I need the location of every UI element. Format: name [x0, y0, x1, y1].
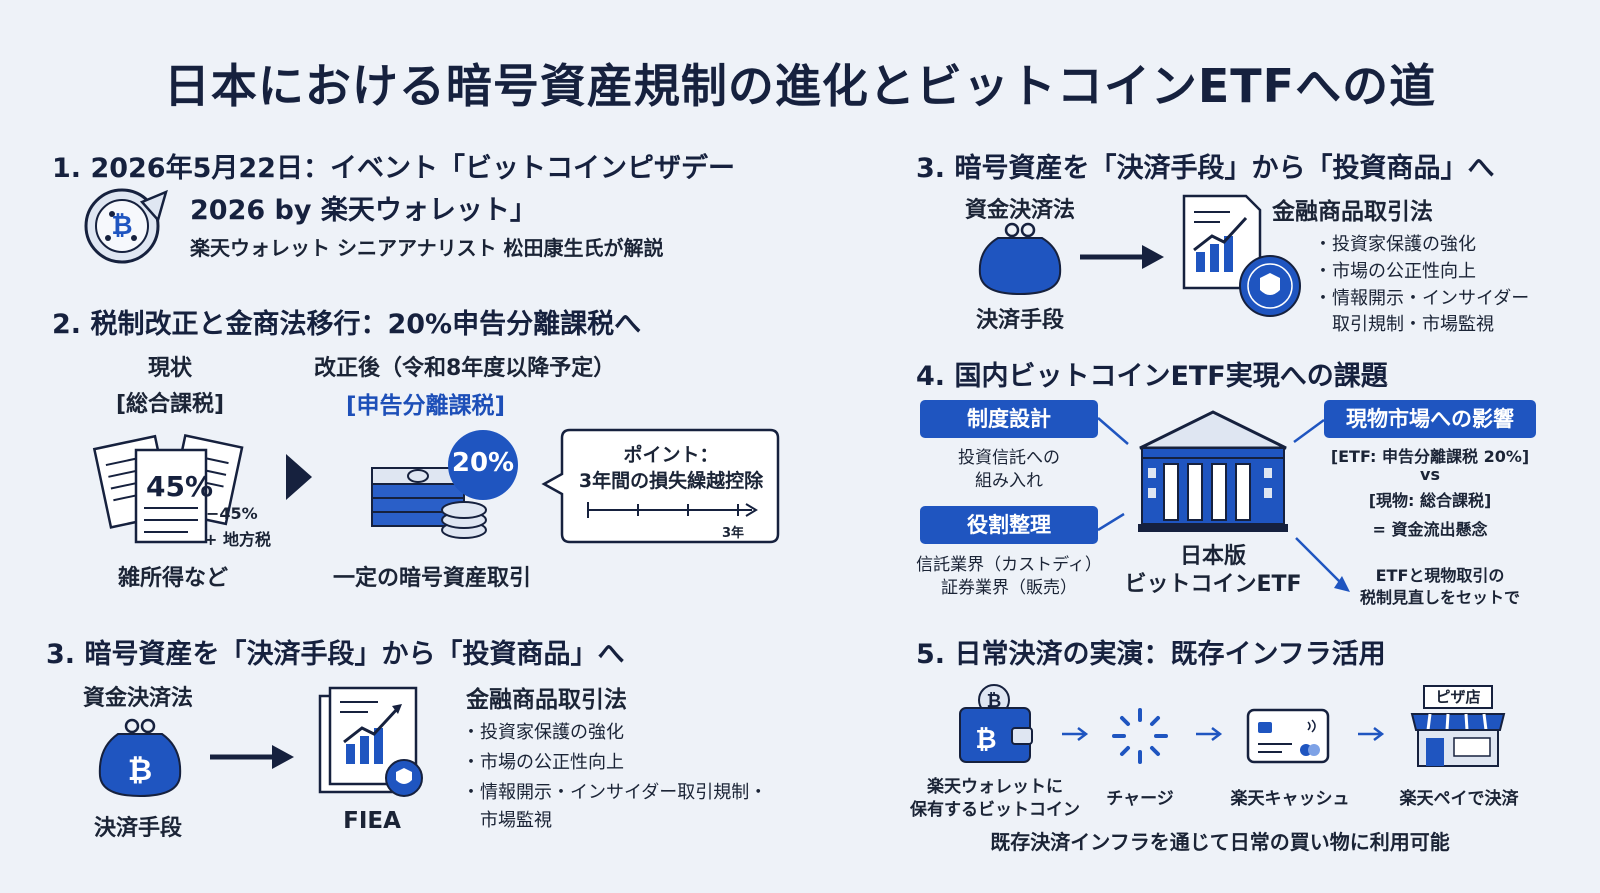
law-to-left: 金融商品取引法 [466, 687, 627, 713]
tax-note-local: + 地方税 [204, 530, 271, 549]
after-tax-label: [申告分離課税] [346, 393, 506, 419]
coin-percentage: 20% [451, 448, 515, 478]
section1-subtitle: 楽天ウォレット シニアアナリスト 松田康生氏が解説 [190, 236, 664, 260]
note-line1: ETFと現物取引の [1375, 566, 1505, 585]
crypto-trade-label: 一定の暗号資産取引 [332, 566, 531, 591]
arrow-right-icon [210, 745, 294, 769]
section3-right-heading: 3. 暗号資産を「決済手段」から「投資商品」へ [916, 153, 1495, 184]
from-label-right: 決済手段 [975, 308, 1064, 333]
law-from-right: 資金決済法 [964, 198, 1075, 223]
section4-heading: 4. 国内ビットコインETF実現への課題 [916, 361, 1388, 392]
tax-note-rate: −45% [206, 504, 258, 523]
from-label-left: 決済手段 [93, 816, 182, 841]
pill3-text-line3: [現物: 総合課税] [1368, 491, 1492, 510]
etf-label-line2: ビットコインETF [1124, 572, 1302, 597]
right-bullet-4: 取引規制・市場監視 [1314, 314, 1494, 335]
left-bullet-3: ・情報開示・インサイダー取引規制・ [462, 782, 768, 803]
note-line2: 税制見直しをセットで [1359, 588, 1520, 607]
point-text: 3年間の損失繰越控除 [578, 470, 764, 492]
loading-icon [1112, 708, 1168, 764]
etf-label-line1: 日本版 [1179, 544, 1246, 569]
section3-left-heading: 3. 暗号資産を「決済手段」から「投資商品」へ [46, 639, 625, 670]
pill3-text-line4: = 資金流出懸念 [1372, 520, 1488, 539]
left-bullet-4: 市場監視 [462, 810, 552, 831]
report-chart-icon [318, 686, 423, 797]
arrow-right-icon [1358, 727, 1385, 741]
arrow-right-icon [1062, 727, 1089, 741]
svg-text:₿: ₿ [987, 691, 1002, 712]
timeline-label: 3年 [722, 526, 745, 541]
section1-heading-line1: 1. 2026年5月22日：イベント「ビットコインピザデー [52, 153, 735, 184]
left-bullet-1: ・投資家保護の強化 [462, 722, 624, 743]
pill2-text-line2: 証券業界（販売） [941, 578, 1077, 598]
purse-icon [978, 222, 1062, 296]
section5-heading: 5. 日常決済の実演：既存インフラ活用 [916, 639, 1386, 670]
purse-bitcoin-icon: ₿ [98, 718, 182, 798]
pill1-text-line2: 組み入れ [975, 471, 1043, 491]
left-bullet-2: ・市場の公正性向上 [462, 752, 624, 773]
step4-label: 楽天ペイで決済 [1399, 789, 1519, 809]
law-from-left: 資金決済法 [82, 686, 193, 711]
current-tax-label: [総合課税] [115, 392, 225, 417]
pill1-text-line1: 投資信託への [958, 448, 1060, 468]
law-to-right: 金融商品取引法 [1272, 199, 1433, 225]
connector-lines [1097, 417, 1350, 592]
arrow-right-icon [1196, 727, 1223, 741]
pill-role-arrangement: 役割整理 [920, 506, 1098, 544]
step2-label: チャージ [1106, 789, 1174, 809]
pill-spot-market-impact: 現物市場への影響 [1324, 400, 1536, 438]
svg-text:₿: ₿ [128, 753, 152, 788]
right-bullet-3: ・情報開示・インサイダー [1314, 288, 1530, 309]
pill3-text-line1: [ETF: 申告分離課税 20%] [1330, 447, 1530, 466]
doc-percentage: 45% [146, 470, 214, 503]
step3-label: 楽天キャッシュ [1230, 789, 1350, 809]
card-icon [1246, 708, 1330, 764]
section5-footer: 既存決済インフラを通じて日常の買い物に利用可能 [990, 830, 1450, 854]
pizza-bitcoin-icon: ₿ [84, 188, 168, 264]
shop-sign: ピザ店 [1435, 688, 1481, 706]
section1-heading-line2: 2026 by 楽天ウォレット」 [190, 195, 537, 226]
step1-line1: 楽天ウォレットに [927, 777, 1063, 797]
pill3-text-line2: vs [1420, 465, 1440, 484]
current-label: 現状 [147, 356, 192, 381]
shop-icon [1410, 685, 1506, 767]
pill2-text-line1: 信託業界（カストディ） [916, 555, 1102, 575]
tax-documents-icon [92, 434, 244, 544]
right-bullet-2: ・市場の公正性向上 [1314, 261, 1476, 282]
right-bullet-1: ・投資家保護の強化 [1314, 234, 1476, 255]
pill-system-design: 制度設計 [920, 400, 1098, 438]
arrow-right-icon [286, 454, 312, 500]
coin-20-icon [448, 430, 518, 500]
misc-income-label: 雑所得など [117, 566, 228, 591]
point-title: ポイント： [623, 444, 719, 466]
section2-heading: 2. 税制改正と金商法移行：20%申告分離課税へ [52, 309, 642, 340]
svg-text:₿: ₿ [111, 211, 132, 241]
svg-text:₿: ₿ [975, 725, 996, 755]
bank-icon [1138, 410, 1288, 532]
page-title: 日本における暗号資産規制の進化とビットコインETFへの道 [163, 59, 1437, 113]
step1-line2: 保有するビットコイン [910, 800, 1080, 820]
to-label-left: FIEA [343, 808, 401, 834]
arrow-right-icon [1080, 245, 1164, 269]
after-label: 改正後（令和8年度以降予定） [314, 356, 616, 381]
point-callout [541, 428, 780, 544]
report-chart-icon [1182, 194, 1301, 317]
wallet-bitcoin-icon: ₿ ₿ [959, 684, 1033, 763]
